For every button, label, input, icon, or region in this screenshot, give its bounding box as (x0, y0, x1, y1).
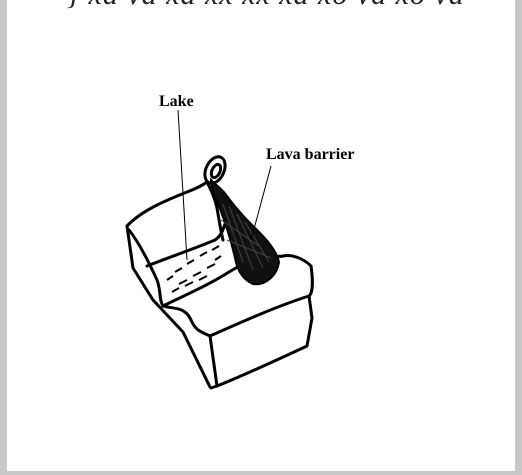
label-lava-barrier: Lava barrier (266, 146, 354, 164)
valley-floor-front (163, 306, 210, 336)
leader-line-lava (251, 166, 271, 240)
lake-water (167, 246, 221, 292)
lava-dammed-lake-diagram (7, 0, 522, 475)
leader-line-lake (178, 110, 187, 260)
block-right-face (217, 296, 312, 386)
label-lake: Lake (159, 93, 194, 111)
block-top-outline (127, 182, 207, 226)
block-front-right (210, 336, 217, 388)
